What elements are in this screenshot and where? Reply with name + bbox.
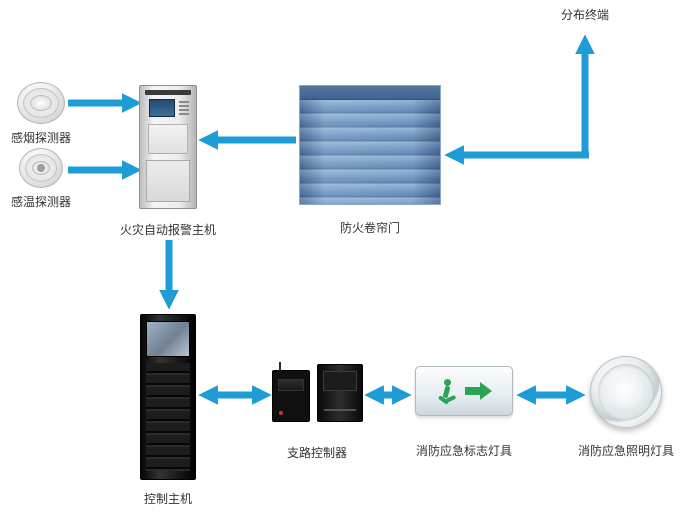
smoke-detector-label: 感烟探测器 [10, 131, 71, 145]
fire-shutter-door-label: 防火卷帘门 [339, 221, 400, 235]
distributed-terminal-node: 分布终端 [545, 6, 625, 23]
emergency-sign-light-label: 消防应急标志灯具 [415, 444, 512, 458]
emergency-sign-light-node: 消防应急标志灯具 [412, 366, 516, 459]
emergency-lighting-label: 消防应急照明灯具 [577, 444, 674, 458]
branch-controller-node: 支路控制器 [268, 355, 366, 461]
smoke-detector-ring [23, 88, 59, 118]
exit-sign-icon [415, 366, 513, 416]
fire-alarm-host-cabinet-icon [139, 85, 197, 209]
control-host-screen [146, 321, 190, 357]
cabinet-panel [148, 124, 188, 154]
control-host-cabinet-icon [140, 314, 196, 480]
heat-detector-label: 感温探测器 [10, 195, 71, 209]
unit-a-indicator [278, 411, 283, 415]
distributed-terminal-label: 分布终端 [560, 8, 609, 22]
downlight-lens [608, 374, 644, 410]
smoke-detector-node: 感烟探测器 [8, 82, 74, 146]
unit-b-face [322, 371, 357, 391]
branch-controller-unit-a [271, 362, 310, 422]
control-host-slots [146, 363, 190, 471]
running-man-pictogram [436, 379, 457, 405]
fire-shutter-door-icon [299, 85, 441, 205]
smoke-detector-core [30, 95, 52, 111]
cabinet-screen [149, 99, 175, 117]
heat-detector-icon [19, 148, 63, 188]
fire-alarm-host-node: 火灾自动报警主机 [118, 85, 218, 238]
cabinet-top-strip [145, 90, 191, 95]
unit-a-label-strip [277, 379, 304, 391]
fire-shutter-door-node: 防火卷帘门 [299, 85, 441, 236]
fire-alarm-host-label: 火灾自动报警主机 [119, 223, 216, 237]
exit-direction-arrow-icon [465, 382, 492, 400]
branch-controller-icon [271, 362, 363, 422]
downlight-icon [590, 356, 662, 428]
cabinet-buttons [179, 101, 189, 115]
heat-detector-sensor-dot [37, 164, 45, 172]
door-header-bar [300, 86, 440, 100]
emergency-lighting-node: 消防应急照明灯具 [574, 356, 678, 459]
heat-detector-node: 感温探测器 [8, 148, 74, 210]
branch-controller-unit-b [316, 364, 363, 422]
branch-controller-label: 支路控制器 [286, 446, 347, 460]
smoke-detector-icon [17, 82, 65, 124]
unit-b-line [323, 409, 356, 411]
control-host-label: 控制主机 [143, 492, 192, 506]
antenna [278, 362, 281, 371]
control-host-node: 控制主机 [115, 314, 221, 507]
cabinet-door [146, 160, 190, 202]
